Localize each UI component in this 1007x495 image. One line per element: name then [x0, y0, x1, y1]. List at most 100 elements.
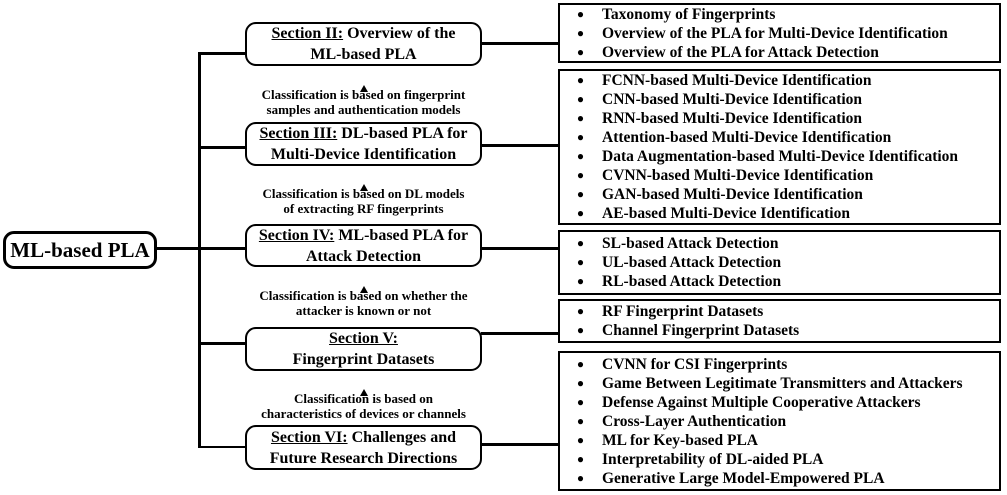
branch-line-section-3	[198, 146, 246, 149]
connector-section-4-topics	[481, 247, 559, 250]
topic-label: GAN-based Multi-Device Identification	[602, 186, 863, 203]
list-item: ● Taxonomy of Fingerprints	[560, 5, 999, 24]
bullet-icon: ●	[576, 356, 585, 371]
branch-line-section-5	[198, 342, 246, 345]
bullet-icon: ●	[576, 73, 585, 87]
up-arrow-icon	[357, 167, 371, 191]
up-arrow-icon	[357, 372, 371, 396]
note-section-2: Classification is based on fingerprint s…	[245, 68, 482, 117]
section-2-topics-box: ● Taxonomy of Fingerprints ● Overview of t…	[558, 3, 1001, 63]
list-item: ● Overview of the PLA for Attack Detectio…	[560, 43, 999, 62]
root-box: ML-based PLA	[3, 231, 157, 269]
list-item: ● Interpretability of DL-aided PLA	[560, 450, 999, 469]
section-3-title-rest: DL-based PLA for	[337, 125, 468, 142]
section-5-title-line2: Fingerprint Datasets	[292, 351, 435, 368]
bullet-icon: ●	[576, 304, 585, 318]
list-item: ●Defense Against Multiple Cooperative At…	[560, 393, 999, 412]
list-item: ●RF Fingerprint Datasets	[560, 302, 999, 321]
list-item: ●CVNN-based Multi-Device Identification	[560, 166, 999, 185]
bullet-icon: ●	[576, 44, 585, 59]
topic-label: Cross-Layer Authentication	[602, 412, 787, 430]
list-item: ● CNN-based Multi-Device Identification	[560, 90, 999, 109]
section-5-title: Section V:Fingerprint Datasets	[293, 328, 435, 370]
section-6-label: Section VI:	[270, 428, 348, 446]
topic-label: Game Between Legitimate Transmitters and…	[602, 374, 963, 392]
note-section-3: Classification is based on DL models of …	[245, 167, 482, 216]
section-3-topics-box: ●FCNN-based Multi-Device Identification …	[558, 69, 1001, 225]
note-line: Classification is based on DL models	[262, 186, 465, 201]
list-item: ● Overview of the PLA for Multi-Device Id…	[560, 24, 999, 43]
bullet-icon: ●	[576, 130, 585, 144]
connector-section-3-topics	[481, 144, 559, 147]
topic-label: CNN-based Multi-Device Identification	[602, 91, 863, 108]
list-item: ●RNN-based Multi-Device Identification	[560, 109, 999, 128]
list-item: ● Attention-based Multi-Device Identifica…	[560, 128, 999, 147]
bullet-icon: ●	[576, 187, 585, 201]
bullet-icon: ●	[576, 375, 585, 390]
note-line: attacker is known or not	[295, 303, 432, 318]
note-line: Classification is based on fingerprint	[261, 87, 466, 102]
section-4-title-line2: Attack Detection	[305, 247, 422, 265]
note-line: of extracting RF fingerprints	[283, 201, 444, 216]
bullet-icon: ●	[576, 432, 585, 447]
branch-line-section-2	[198, 52, 246, 55]
bullet-icon: ●	[576, 111, 585, 125]
bullet-icon: ●	[576, 255, 585, 269]
section-2-title-rest: Overview of the	[343, 25, 456, 42]
topic-label: SL-based Attack Detection	[602, 235, 779, 252]
bullet-icon: ●	[576, 451, 585, 466]
bullet-icon: ●	[576, 6, 585, 21]
topic-label: Generative Large Model-Empowered PLA	[602, 469, 885, 487]
bullet-icon: ●	[576, 323, 585, 337]
section-6-title-line2: Future Research Directions	[269, 449, 458, 467]
list-item: ●AE-based Multi-Device Identification	[560, 204, 999, 223]
list-item: ●SL-based Attack Detection	[560, 234, 999, 253]
topic-label: AE-based Multi-Device Identification	[602, 205, 850, 222]
bullet-icon: ●	[576, 168, 585, 182]
topic-label: Overview of the PLA for Multi-Device Ide…	[602, 24, 948, 42]
bullet-icon: ●	[576, 25, 585, 40]
section-6-title-rest: Challenges and	[347, 428, 457, 446]
list-item: ● Cross-Layer Authentication	[560, 412, 999, 431]
note-line: Classification is based on whether the	[259, 288, 468, 303]
topic-label: RL-based Attack Detection	[602, 273, 782, 290]
bullet-icon: ●	[576, 413, 585, 428]
topic-label: Interpretability of DL-aided PLA	[602, 450, 824, 468]
bullet-icon: ●	[576, 92, 585, 106]
list-item: ● Game Between Legitimate Transmitters an…	[560, 374, 999, 393]
list-item: ●Generative Large Model-Empowered PLA	[560, 469, 999, 488]
topic-label: Defense Against Multiple Cooperative Att…	[602, 393, 921, 411]
branch-line-root-to-section-4	[155, 247, 246, 250]
list-item: ●Data Augmentation-based Multi-Device Id…	[560, 147, 999, 166]
topic-label: Channel Fingerprint Datasets	[602, 322, 800, 339]
topic-label: UL-based Attack Detection	[602, 254, 782, 271]
branch-line-section-6	[198, 445, 246, 448]
section-3-title-line2: Multi-Device Identification	[270, 146, 457, 163]
topic-label: Overview of the PLA for Attack Detection	[602, 43, 879, 61]
section-6-topics-box: ●CVNN for CSI Fingerprints ● Game Between…	[558, 351, 1001, 491]
list-item: ● GAN-based Multi-Device Identification	[560, 185, 999, 204]
list-item: ●ML for Key-based PLA	[560, 431, 999, 450]
note-line: samples and authentication models	[266, 102, 461, 117]
up-arrow-icon	[357, 269, 371, 293]
section-4-title-rest: ML-based PLA for	[334, 226, 469, 244]
trunk-line	[198, 52, 201, 448]
list-item: ●CVNN for CSI Fingerprints	[560, 355, 999, 374]
list-item: ● UL-based Attack Detection	[560, 253, 999, 272]
bullet-icon: ●	[576, 149, 585, 163]
root-label: ML-based PLA	[10, 237, 150, 262]
note-section-5: Classification is based on characteristi…	[245, 372, 482, 421]
section-5-box: Section V:Fingerprint Datasets	[245, 327, 482, 371]
list-item: ●FCNN-based Multi-Device Identification	[560, 71, 999, 90]
topic-label: Attention-based Multi-Device Identificat…	[602, 129, 892, 146]
section-3-label: Section III:	[259, 125, 338, 142]
topic-label: Taxonomy of Fingerprints	[602, 5, 776, 23]
